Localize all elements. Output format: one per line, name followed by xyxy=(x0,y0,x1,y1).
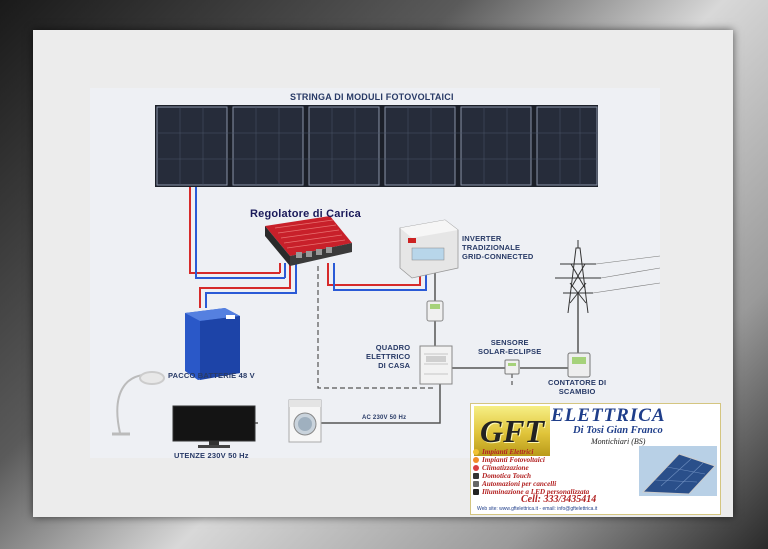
pv-system-diagram: STRINGA DI MODULI FOTOVOLTAICI Regolator… xyxy=(90,88,660,460)
service-label: Impianti Elettrici xyxy=(482,448,534,456)
service-label: Impianti Fotovoltaici xyxy=(482,456,545,464)
floor-lamp xyxy=(112,371,165,436)
services-list: Impianti Elettrici Impianti Fotovoltaici… xyxy=(473,448,589,496)
washing-machine xyxy=(288,399,322,443)
list-item: Domotica Touch xyxy=(473,472,589,480)
meter-label-line: SCAMBIO xyxy=(558,387,596,396)
inverter-label-line: GRID-CONNECTED xyxy=(462,252,534,261)
company-brand: ELETTRICA xyxy=(551,405,666,426)
sensor-label-line: SENSORE xyxy=(490,338,529,347)
solar-panel-string xyxy=(155,105,598,187)
power-pylon xyxy=(555,240,660,314)
television xyxy=(172,405,256,448)
list-item: Automazioni per cancelli xyxy=(473,480,589,488)
sensor-label: SENSORE SOLAR-ECLIPSE xyxy=(478,338,541,356)
service-label: Automazioni per cancelli xyxy=(482,480,557,488)
control-line xyxy=(317,266,435,389)
company-card: GFT ELETTRICA Di Tosi Gian Franco Montic… xyxy=(470,403,721,515)
inverter-unit xyxy=(399,219,459,279)
meter-label-line: CONTATORE DI xyxy=(548,378,607,387)
battery-label: PACCO BATTERIE 48 V xyxy=(168,371,255,380)
bulb-icon xyxy=(473,449,479,456)
sensor-label-line: SOLAR-ECLIPSE xyxy=(478,347,542,356)
solar-panel-photo xyxy=(639,446,717,496)
solar-panel xyxy=(156,106,598,186)
loads-label: UTENZE 230V 50 Hz xyxy=(174,451,249,460)
wiring-diagram xyxy=(112,105,660,448)
service-label: Illuminazione a LED personalizzata xyxy=(482,488,590,496)
inverter-label-line: INVERTER xyxy=(462,234,502,243)
list-item: Impianti Elettrici xyxy=(473,448,589,456)
battery-pack xyxy=(185,308,240,380)
company-town: Montichiari (BS) xyxy=(591,437,646,446)
service-label: Domotica Touch xyxy=(482,472,532,480)
charge-controller-label: Regolatore di Carica xyxy=(250,208,361,220)
list-item: Climatizzazione xyxy=(473,464,589,472)
inverter-label: INVERTER TRADIZIONALE GRID-CONNECTED xyxy=(462,234,534,261)
snowflake-icon xyxy=(473,465,479,472)
led-icon xyxy=(473,489,479,496)
distribution-board-label-line: DI CASA xyxy=(378,361,411,370)
company-owner: Di Tosi Gian Franco xyxy=(573,425,663,436)
inverter-meter xyxy=(426,300,444,322)
distribution-board-label-line: ELETTRICO xyxy=(366,352,411,361)
ac-wires xyxy=(240,263,579,424)
inverter-label-line: TRADIZIONALE xyxy=(462,243,521,252)
sensor-unit xyxy=(504,359,520,375)
service-label: Climatizzazione xyxy=(482,464,529,472)
distribution-board xyxy=(419,345,453,385)
company-logo: GFT xyxy=(474,406,550,456)
charge-controller xyxy=(265,216,352,266)
distribution-board-label: QUADRO ELETTRICO DI CASA xyxy=(366,343,410,370)
gate-icon xyxy=(473,481,479,488)
list-item: Illuminazione a LED personalizzata xyxy=(473,488,589,496)
exchange-meter xyxy=(567,352,591,378)
distribution-board-label-line: QUADRO xyxy=(375,343,411,352)
contact-info: Web site: www.gftelettrica.it - email: i… xyxy=(477,506,598,512)
meter-label: CONTATORE DI SCAMBIO xyxy=(548,378,606,396)
diagram-title: STRINGA DI MODULI FOTOVOLTAICI xyxy=(290,92,454,102)
sun-icon xyxy=(473,457,479,464)
dc-wires xyxy=(189,187,427,308)
list-item: Impianti Fotovoltaici xyxy=(473,456,589,464)
touch-panel-icon xyxy=(473,473,479,480)
phone-number: Cell: 333/3435414 xyxy=(521,494,597,505)
ac-line-label: AC 230V 50 Hz xyxy=(362,415,407,421)
